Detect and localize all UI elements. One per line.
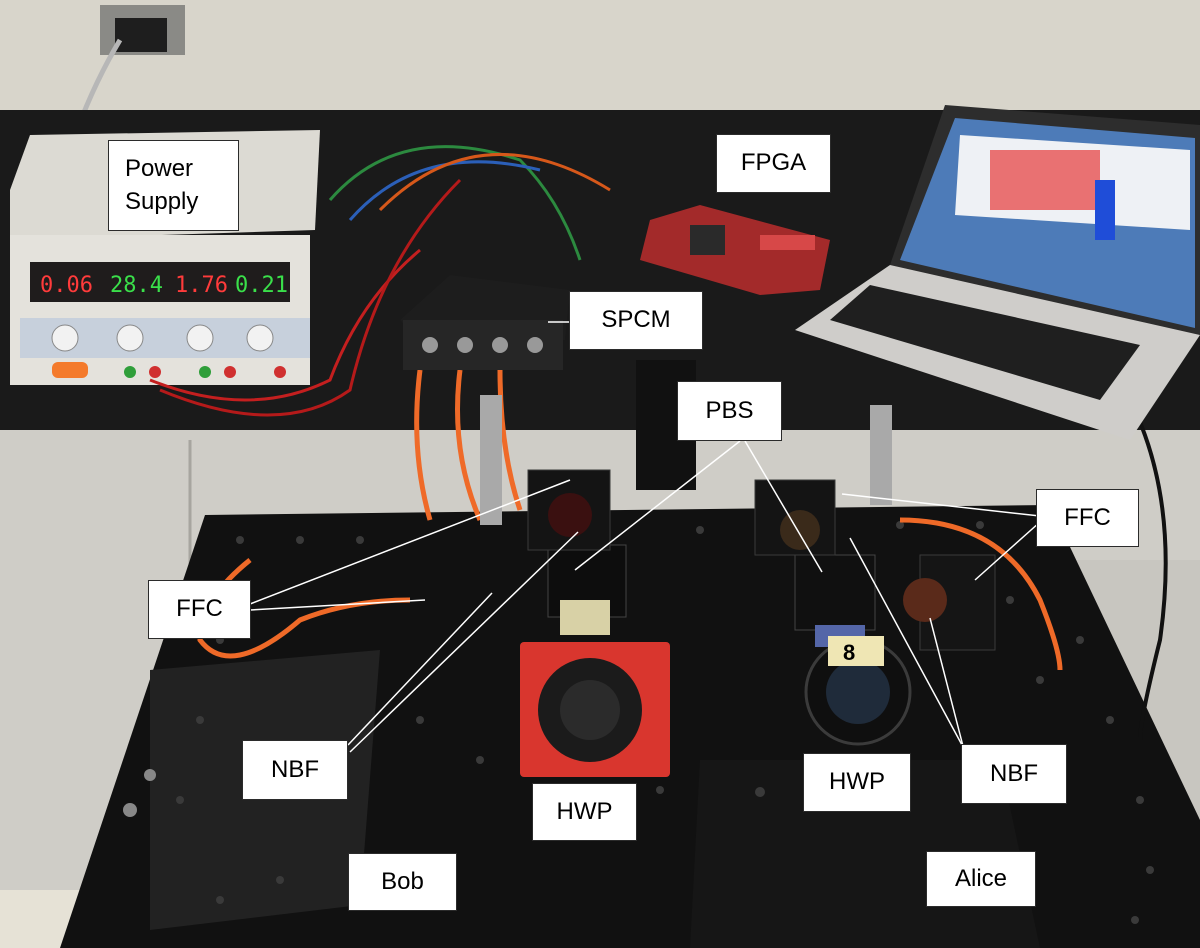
hwp-rotation-mount: 8 (804, 636, 912, 746)
spcm-module (400, 275, 570, 370)
lcd-current-2: 1.76 (175, 273, 228, 298)
waveplate-marker: 8 (843, 640, 855, 665)
label-fpga: FPGA (716, 134, 831, 193)
label-alice: Alice (926, 851, 1036, 907)
pbs-left (547, 544, 627, 635)
label-power-supply: Power Supply (108, 140, 239, 231)
label-nbf-left: NBF (242, 740, 348, 800)
fpga-board (640, 205, 830, 295)
label-hwp-center: HWP (532, 783, 637, 841)
label-nbf-right: NBF (961, 744, 1067, 804)
callout-lines (249, 321, 1041, 753)
label-spcm: SPCM (569, 291, 703, 350)
lcd-voltage-2: 0.21 (235, 273, 288, 298)
pbs-right (794, 554, 876, 647)
label-pbs: PBS (677, 381, 782, 441)
label-ffc-right: FFC (1036, 489, 1139, 547)
laptop (795, 105, 1200, 440)
label-bob: Bob (348, 853, 457, 911)
hwp-camera-board (520, 642, 670, 777)
label-ffc-left: FFC (148, 580, 251, 639)
lcd-voltage-1: 28.4 (110, 273, 163, 298)
cables (149, 145, 1168, 741)
lcd-current-1: 0.06 (40, 273, 93, 298)
label-hwp-right: HWP (803, 753, 911, 812)
